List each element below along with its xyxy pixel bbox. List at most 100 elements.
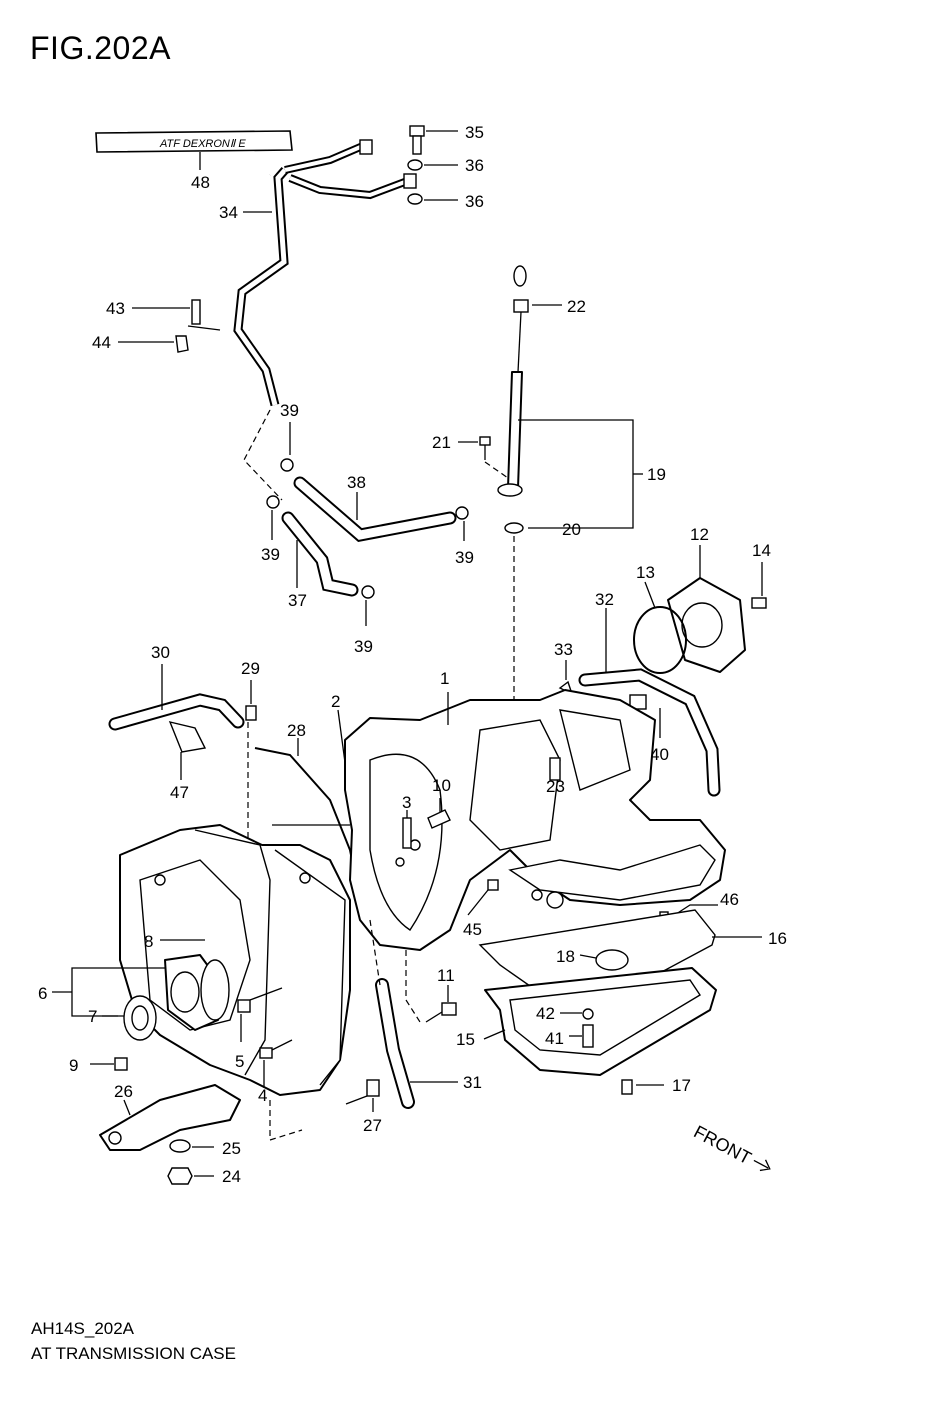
callout-7: 7 <box>88 1007 97 1026</box>
callout-25: 25 <box>222 1139 241 1158</box>
hose-clamp-39a <box>280 422 294 472</box>
callout-37: 37 <box>288 591 307 610</box>
hose-37 <box>281 511 359 597</box>
retainer-6 <box>52 954 230 1031</box>
hose-clamp-39d <box>361 585 375 626</box>
plug-29 <box>245 680 257 721</box>
callout-14: 14 <box>752 541 771 560</box>
callout-15: 15 <box>456 1030 475 1049</box>
callout-4: 4 <box>258 1086 267 1105</box>
nut-24 <box>167 1167 214 1185</box>
callout-38: 38 <box>347 473 366 492</box>
front-label: FRONT <box>690 1122 754 1169</box>
bolt-4 <box>259 1039 293 1088</box>
hose-clamp-39c <box>455 506 469 541</box>
callout-46: 46 <box>720 890 739 909</box>
atf-label-part: ATF DEXRONⅡ E <box>95 130 293 170</box>
callout-17: 17 <box>672 1076 691 1095</box>
callout-26: 26 <box>114 1082 133 1101</box>
callout-33: 33 <box>554 640 573 659</box>
callout-43: 43 <box>106 299 125 318</box>
callout-36a: 36 <box>465 156 484 175</box>
clamp-40 <box>629 694 661 738</box>
callout-31: 31 <box>463 1073 482 1092</box>
bolt-23 <box>549 757 561 781</box>
callout-39b: 39 <box>261 545 280 564</box>
callout-11: 11 <box>437 966 455 985</box>
bolt-5 <box>237 987 283 1042</box>
callout-1: 1 <box>440 669 449 688</box>
transmission-case-1 <box>344 689 726 951</box>
callout-40: 40 <box>650 745 669 764</box>
bolt-21 <box>458 436 509 479</box>
o-ring-20 <box>504 522 524 534</box>
callout-41: 41 <box>545 1029 564 1048</box>
clamp-47 <box>168 721 207 780</box>
callout-20: 20 <box>562 520 581 539</box>
callout-22: 22 <box>567 297 586 316</box>
callout-24: 24 <box>222 1167 241 1186</box>
callout-42: 42 <box>536 1004 555 1023</box>
gasket-36b <box>407 193 458 205</box>
magnet-18 <box>579 949 629 971</box>
bracket-26 <box>99 1084 241 1151</box>
callout-10: 10 <box>432 776 451 795</box>
callout-5: 5 <box>235 1052 244 1071</box>
callout-28: 28 <box>287 721 306 740</box>
callout-30: 30 <box>151 643 170 662</box>
callout-23: 23 <box>546 777 565 796</box>
vent-hose-30 <box>108 664 245 731</box>
callout-44: 44 <box>92 333 111 352</box>
callout-48: 48 <box>191 173 210 192</box>
plug-33 <box>558 660 574 696</box>
bolt-14 <box>751 562 767 609</box>
callout-18: 18 <box>556 947 575 966</box>
callout-39a: 39 <box>280 401 299 420</box>
callout-45: 45 <box>463 920 482 939</box>
callout-34: 34 <box>219 203 238 222</box>
seal-7 <box>102 995 157 1041</box>
hose-clamp-39b <box>266 495 280 540</box>
callout-16: 16 <box>768 929 787 948</box>
tube-31 <box>375 978 458 1109</box>
oil-pan-15 <box>483 967 717 1076</box>
callout-29: 29 <box>241 659 260 678</box>
gasket-36a <box>407 159 458 171</box>
callout-3: 3 <box>402 793 411 812</box>
callout-47: 47 <box>170 783 189 802</box>
callout-36b: 36 <box>465 192 484 211</box>
bolt-9 <box>90 1057 128 1071</box>
callout-39c: 39 <box>455 548 474 567</box>
bolt-43 <box>132 299 221 331</box>
spring-41 <box>569 1024 594 1048</box>
callout-12: 12 <box>690 525 709 544</box>
clamp-44 <box>118 335 189 353</box>
gauge-tube-19 <box>497 371 643 529</box>
callout-2: 2 <box>331 692 340 711</box>
union-bolt-35 <box>409 125 458 155</box>
hose-38 <box>293 476 457 542</box>
callout-9: 9 <box>69 1056 78 1075</box>
washer-25 <box>169 1139 214 1153</box>
bolt-11 <box>425 985 457 1023</box>
callout-13: 13 <box>636 563 655 582</box>
plug-42 <box>560 1008 594 1020</box>
atf-label-text: ATF DEXRONⅡ E <box>159 138 246 150</box>
bolt-27 <box>345 1079 380 1112</box>
figure-name: AT TRANSMISSION CASE <box>31 1344 236 1363</box>
drain-plug-17 <box>621 1079 664 1095</box>
oil-cooler-pipes <box>223 139 417 411</box>
pin-3 <box>402 810 412 849</box>
callout-8: 8 <box>144 932 153 951</box>
breather-hose-32 <box>578 608 721 797</box>
callout-6: 6 <box>38 984 47 1003</box>
bolt-45 <box>467 879 499 916</box>
figure-title: FIG.202A <box>30 30 171 66</box>
callout-32: 32 <box>595 590 614 609</box>
callout-27: 27 <box>363 1116 382 1135</box>
oil-level-gauge-22 <box>513 265 562 373</box>
o-ring-13 <box>633 581 687 674</box>
figure-code: AH14S_202A <box>31 1319 135 1338</box>
cover-12 <box>667 545 746 673</box>
